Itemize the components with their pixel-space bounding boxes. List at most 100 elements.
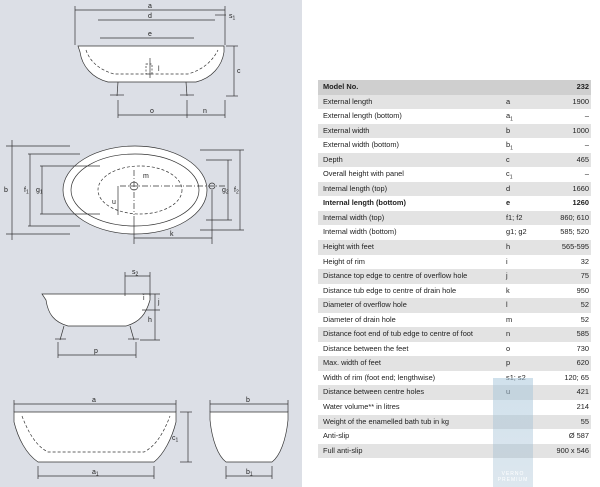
spec-symbol: e — [506, 198, 511, 208]
spec-row: External width (bottom)b1– — [318, 138, 591, 153]
spec-row: Weight of the enamelled bath tub in kg 55 — [318, 414, 591, 430]
spec-value: Ø 587 — [568, 431, 589, 441]
plan-view — [6, 140, 244, 244]
label-f1: f1 — [24, 187, 29, 196]
spec-row: Internal width (bottom) g1; g2 585; 520 — [318, 225, 591, 241]
spec-value: 52 — [580, 314, 589, 324]
spec-label: Distance tub edge to centre of drain hol… — [323, 285, 457, 295]
spec-symbol: s1; s2 — [506, 371, 526, 386]
spec-label: Distance top edge to centre of overflow … — [323, 271, 468, 281]
spec-value: – — [584, 111, 589, 121]
dimension-labels: a d s1 e l c o n b f1 g1 m u g2 f2 k s2 … — [4, 3, 253, 478]
label-i: i — [143, 295, 145, 302]
spec-row: Distance tub edge to centre of drain hol… — [318, 283, 591, 299]
spec-symbol: k — [506, 285, 510, 295]
spec-value: – — [584, 169, 589, 179]
spec-label: Height with feet — [323, 242, 374, 252]
spec-value: 900 x 546 — [556, 445, 589, 455]
label-o: o — [150, 108, 154, 115]
spec-label: Internal width (bottom) — [323, 227, 397, 237]
spec-row: Distance between centre holesu421 — [318, 385, 591, 401]
label-u: u — [112, 199, 116, 206]
spec-row: Overall height with panel c1 – — [318, 167, 591, 182]
spec-label: Diameter of drain hole — [323, 314, 396, 324]
spec-symbol: o — [506, 343, 511, 353]
front-view — [13, 400, 192, 479]
spec-value: 1000 — [572, 125, 589, 135]
spec-label: Distance between centre holes — [323, 387, 425, 397]
label-c1: c1 — [172, 435, 179, 444]
label-a-bottom: a — [92, 397, 96, 404]
spec-value: 1260 — [572, 198, 589, 208]
spec-symbol: g1; g2 — [506, 227, 527, 237]
spec-label: Weight of the enamelled bath tub in kg — [323, 416, 449, 426]
spec-header-value: 232 — [576, 82, 589, 91]
label-s2: s2 — [132, 269, 139, 278]
watermark-text: VERNO PREMIUM — [497, 471, 529, 483]
spec-row: Diameter of overflow hole l 52 — [318, 298, 591, 313]
spec-symbol: p — [506, 358, 511, 368]
spec-symbol: d — [506, 183, 511, 193]
bathtub-drawings-svg: a d s1 e l c o n b f1 g1 m u g2 f2 k s2 … — [4, 3, 289, 479]
technical-drawing: a d s1 e l c o n b f1 g1 m u g2 f2 k s2 … — [0, 0, 302, 487]
label-e: e — [148, 31, 152, 38]
spec-symbol: i — [506, 256, 508, 266]
spec-value: 1900 — [572, 96, 589, 106]
spec-value: 75 — [580, 271, 589, 281]
label-a1: a1 — [92, 469, 99, 478]
spec-label: Depth — [323, 154, 343, 164]
spec-label: External length — [323, 96, 373, 106]
label-d: d — [148, 13, 152, 20]
spec-symbol: a1 — [506, 111, 513, 123]
spec-symbol: h — [506, 242, 511, 252]
label-n: n — [203, 108, 207, 115]
spec-row: Distance top edge to centre of overflow … — [318, 269, 591, 284]
label-c: c — [237, 68, 241, 75]
spec-value: 52 — [580, 300, 589, 310]
label-a: a — [148, 3, 152, 10]
spec-label: Distance foot end of tub edge to centre … — [323, 329, 473, 339]
label-m: m — [143, 173, 149, 180]
label-p: p — [94, 348, 98, 355]
spec-row: Width of rim (foot end; lengthwise) s1; s… — [318, 370, 591, 386]
spec-symbol: b — [506, 125, 511, 135]
spec-label: External width — [323, 125, 370, 135]
spec-symbol: m — [506, 314, 513, 324]
spec-label: Internal length (top) — [323, 183, 388, 193]
spec-value: 585; 520 — [560, 227, 589, 237]
spec-value: 55 — [580, 416, 589, 426]
spec-row: Distance foot end of tub edge to centre … — [318, 327, 591, 342]
section-view — [41, 272, 160, 358]
label-b1: b1 — [246, 469, 253, 478]
watermark-logo: VERNO PREMIUM — [493, 378, 533, 487]
spec-label: Internal length (bottom) — [323, 198, 406, 208]
label-g1: g1 — [36, 187, 43, 196]
label-b-side: b — [246, 397, 250, 404]
label-b: b — [4, 187, 8, 194]
spec-symbol: l — [506, 300, 508, 310]
spec-header-label: Model No. — [323, 82, 359, 91]
spec-symbol: f1; f2 — [506, 212, 523, 222]
label-l: l — [158, 66, 160, 73]
spec-row: External width b 1000 — [318, 123, 591, 139]
spec-label: External width (bottom) — [323, 140, 399, 150]
spec-label: Overall height with panel — [323, 169, 404, 179]
end-view — [209, 400, 289, 479]
spec-value: 421 — [576, 387, 589, 397]
spec-value: 32 — [580, 256, 589, 266]
spec-label: Width of rim (foot end; lengthwise) — [323, 372, 436, 382]
side-elevation-view — [74, 6, 238, 118]
spec-value: 214 — [576, 402, 589, 412]
spec-label: Diameter of overflow hole — [323, 300, 407, 310]
spec-symbol: c1 — [506, 169, 513, 181]
label-g2: g2 — [222, 187, 229, 196]
spec-value: 620 — [576, 358, 589, 368]
